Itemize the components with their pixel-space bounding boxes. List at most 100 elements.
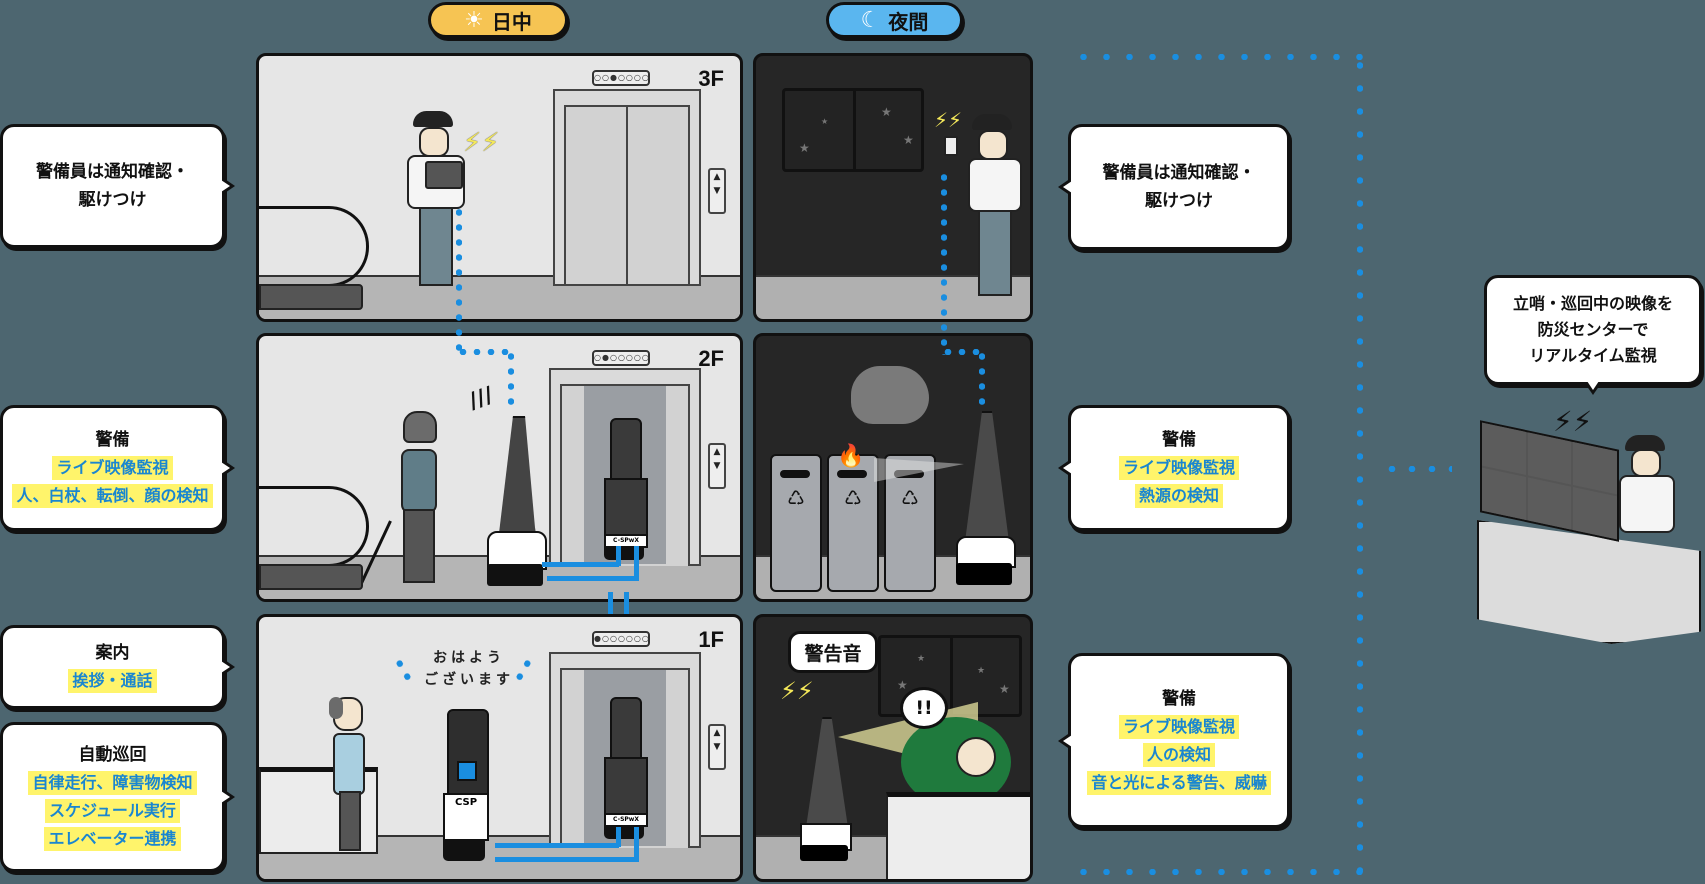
daytime-label: 日中	[491, 9, 532, 34]
bubble-title-line-1: 警備員は通知確認・	[1102, 163, 1256, 183]
feature-detection: 人、白杖、転倒、顔の検知	[12, 484, 213, 508]
feature-elevator-link: エレベーター連携	[44, 827, 181, 851]
route-arrow-up	[616, 827, 621, 847]
smartphone-icon	[944, 136, 958, 156]
recycle-icon: ♺	[787, 486, 805, 510]
recycle-icon: ♺	[844, 486, 862, 510]
star-icon: ★	[821, 117, 829, 126]
bubble-title-line-1: 警備員は通知確認・	[36, 162, 189, 182]
greeting-line-1: おはよう	[433, 650, 505, 666]
left-bubble-security: 警備 ライブ映像監視 人、白杖、転倒、顔の検知	[0, 405, 235, 531]
route-arrow-up	[616, 546, 621, 566]
daytime-header: ☀ 日中	[428, 2, 568, 38]
notification-route	[941, 170, 947, 355]
moon-icon: ☾	[860, 7, 881, 33]
star-icon: ★	[799, 141, 810, 155]
security-robot	[800, 717, 852, 863]
reception-robot: CSP	[443, 709, 489, 864]
notification-route	[456, 349, 512, 355]
nighttime-header: ☾ 夜間	[826, 2, 963, 38]
monitor-line-2: 防災センターで	[1537, 320, 1649, 339]
floor-indicator: ●○○○○○○	[592, 631, 650, 647]
panel-day-3f: 3F ○○●○○○○ ▲▼ ⚡⚡	[256, 53, 743, 322]
intruder-face	[956, 737, 996, 777]
feature-live-video: ライブ映像監視	[52, 456, 173, 480]
feature-greeting-call: 挨拶・通話	[68, 669, 157, 693]
panel-night-3f: ★ ★ ★ ★ ⚡⚡	[753, 53, 1033, 322]
elevator	[553, 89, 701, 286]
visitor-person	[329, 697, 369, 851]
star-icon: ★	[999, 682, 1010, 696]
feature-schedule: スケジュール実行	[45, 799, 180, 823]
trash-bin-on-fire: 🔥 ♺	[827, 444, 879, 592]
monitoring-route-to-center	[1382, 466, 1452, 472]
greeting-line-2: ございます	[424, 672, 514, 688]
right-bubble-security-heat: 警備 ライブ映像監視 熱源の検知	[1058, 405, 1290, 531]
office-desk	[886, 792, 1030, 879]
bubble-title: 自動巡回	[78, 745, 147, 765]
trash-bin: ♺	[884, 454, 936, 592]
panel-day-2f: 2F ○●○○○○○ ▲▼ C-SPwX ///	[256, 333, 743, 602]
alert-lightning-icon: ⚡⚡	[1553, 405, 1593, 438]
floor-indicator: ○●○○○○○	[592, 350, 650, 366]
route-arrow-down	[634, 827, 639, 861]
monitor-center-bubble: 立哨・巡回中の映像を 防災センターで リアルタイム監視	[1484, 275, 1702, 395]
bubble-title-line-2: 駆けつけ	[1145, 191, 1213, 211]
fire-icon: 🔥	[837, 444, 865, 469]
visually-impaired-person	[359, 411, 449, 591]
feature-live-video: ライブ映像監視	[1118, 456, 1239, 480]
floor-label: 2F	[698, 346, 724, 371]
desk	[1477, 520, 1701, 644]
monitor-line-1: 立哨・巡回中の映像を	[1512, 294, 1673, 313]
star-icon: ★	[977, 666, 986, 676]
panel-night-1f: ★ ★ ★ ★ 警告音 ⚡⚡ !!	[753, 614, 1033, 882]
feature-warning: 音と光による警告、威嚇	[1087, 770, 1271, 795]
route-arrow-down	[634, 546, 639, 580]
feature-autonomous-driving: 自律走行、障害物検知	[28, 771, 197, 795]
disaster-prevention-center-illustration: ⚡⚡	[1475, 400, 1705, 660]
bubble-title: 案内	[95, 643, 130, 663]
floor-label: 3F	[698, 66, 724, 91]
nighttime-label: 夜間	[888, 9, 929, 34]
alarm-sound-label: 警告音	[804, 642, 862, 665]
notification-route	[979, 349, 985, 405]
monitor-line-3: リアルタイム監視	[1529, 346, 1657, 365]
greeting-speech: おはよう ございます	[409, 647, 529, 691]
elevator-doors	[564, 105, 690, 284]
notification-route	[941, 349, 983, 355]
security-robot	[487, 416, 547, 591]
route-arrow-to-elevator	[542, 562, 619, 567]
patrol-robot-in-elevator: C-SPwX	[604, 697, 648, 839]
right-bubble-guard-response: 警備員は通知確認・ 駆けつけ	[1058, 124, 1290, 250]
monitoring-route-bottom	[1072, 869, 1364, 875]
star-icon: ★	[897, 678, 908, 692]
feature-heat-detection: 熱源の検知	[1134, 484, 1223, 508]
feature-person-detection: 人の検知	[1142, 742, 1215, 767]
bubble-title: 警備	[1162, 430, 1196, 450]
monitoring-route-vertical	[1357, 54, 1363, 876]
floor-label: 1F	[698, 627, 724, 652]
feature-live-video: ライブ映像監視	[1118, 714, 1239, 739]
bubble-title: 警備	[95, 430, 130, 450]
escalator-base	[259, 284, 363, 310]
operator-figure	[1617, 435, 1677, 535]
exclamation-burst: !!	[900, 687, 948, 729]
window: ★ ★ ★ ★	[782, 88, 924, 172]
star-icon: ★	[917, 654, 926, 664]
robot-screen	[457, 761, 477, 781]
alert-lightning-icon: ⚡⚡	[934, 108, 963, 132]
notification-route	[456, 205, 462, 355]
panel-day-1f: 1F ●○○○○○○ ▲▼ C-SPwX おはよう ございます CSP	[256, 614, 743, 882]
monitoring-route-top	[1072, 54, 1364, 60]
route-arrow-from-elevator	[495, 857, 639, 862]
trash-bin: ♺	[770, 454, 822, 592]
smoke-cloud	[851, 366, 929, 424]
detection-signal-icon: ///	[465, 382, 497, 415]
escalator	[259, 486, 369, 567]
elevator-call-buttons: ▲▼	[708, 724, 726, 770]
security-guard-with-phone	[966, 114, 1022, 299]
notification-route	[508, 349, 514, 405]
bubble-title: 警備	[1162, 688, 1196, 709]
alert-lightning-icon: ⚡⚡	[780, 677, 814, 705]
alert-lightning-icon: ⚡⚡	[463, 128, 500, 158]
